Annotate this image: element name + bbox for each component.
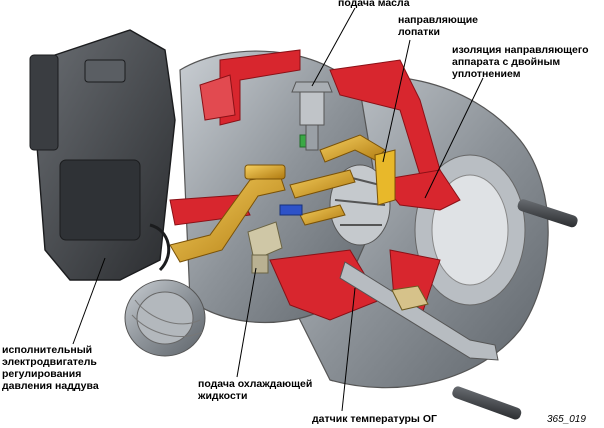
figure-number: 365_019 bbox=[547, 414, 586, 425]
guide-vane-linkage bbox=[169, 134, 396, 263]
mounting-studs bbox=[452, 199, 578, 420]
compressor-inlet bbox=[124, 279, 206, 357]
leader-lines bbox=[72, 7, 484, 412]
actuator-label: исполнительный электродвигатель регулиро… bbox=[2, 344, 99, 392]
oil-feed-fitting bbox=[291, 81, 333, 151]
oil-feed-label: подача масла bbox=[338, 0, 410, 9]
guide-vanes-label: направляющие лопатки bbox=[398, 14, 479, 38]
boost-actuator bbox=[29, 29, 176, 281]
exhaust-temp-sensor bbox=[339, 261, 499, 361]
coolant-feed-label: подача охлаждающей жидкости bbox=[198, 378, 313, 402]
exhaust-temp-sensor-label: датчик температуры ОГ bbox=[312, 413, 437, 425]
vane-isolation-label: изоляция направляющего аппарата с двойны… bbox=[452, 44, 589, 80]
